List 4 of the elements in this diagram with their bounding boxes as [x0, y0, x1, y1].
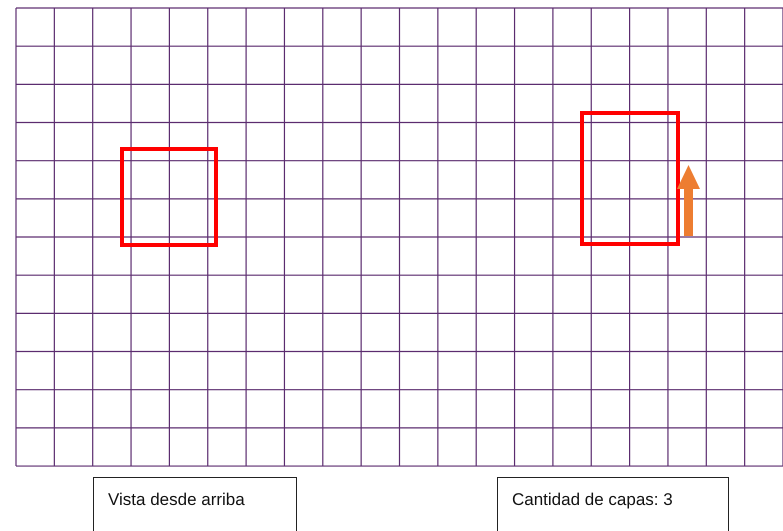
label-box	[497, 477, 729, 531]
label-box	[93, 477, 297, 531]
label-text: Vista desde arriba	[108, 490, 245, 510]
label-text: Cantidad de capas: 3	[512, 490, 673, 510]
